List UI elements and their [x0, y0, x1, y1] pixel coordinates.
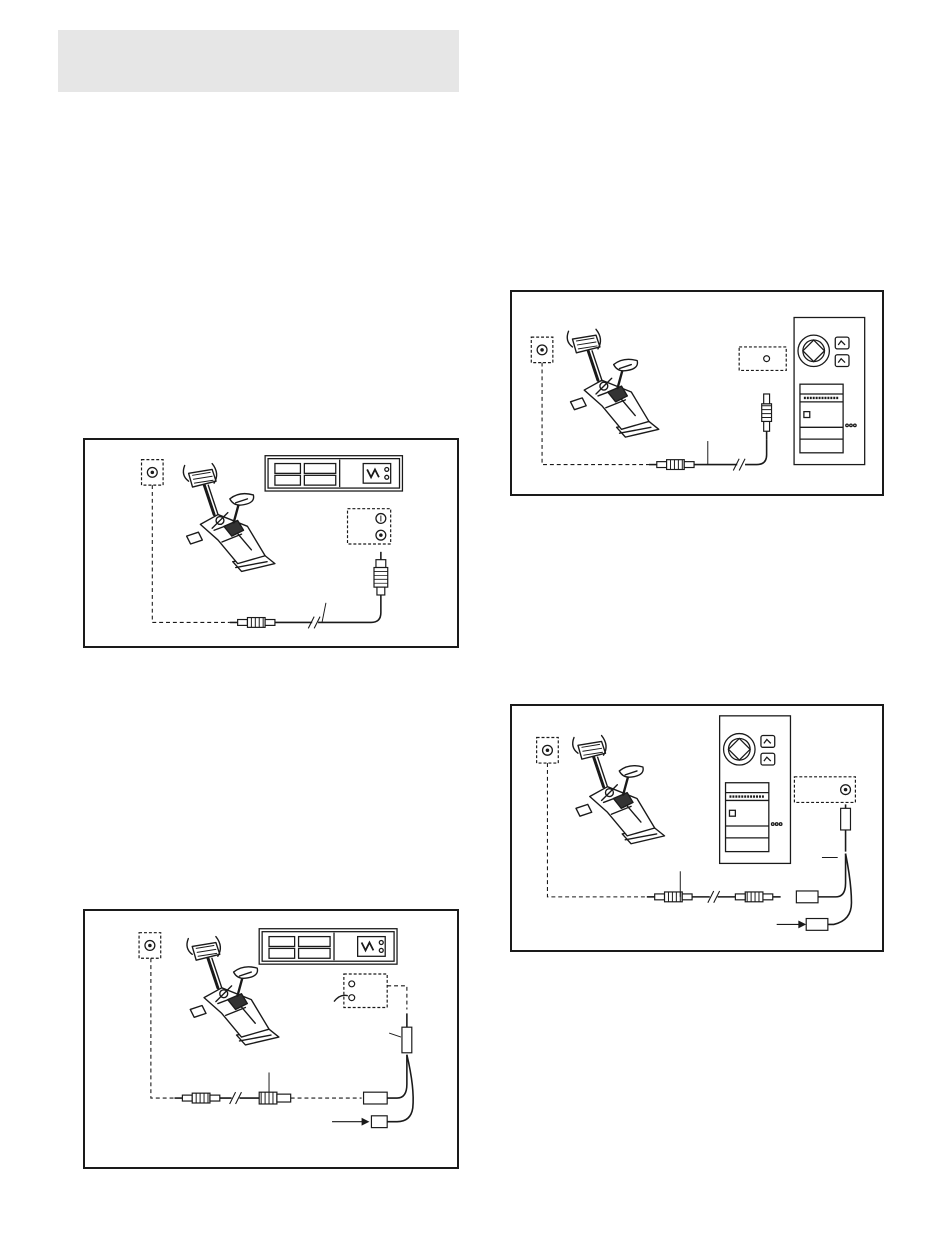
mini-plug — [230, 618, 275, 628]
computer-unit — [720, 716, 791, 864]
bike-audio-jack — [537, 737, 559, 763]
figure-bike-to-vcr-splitter — [83, 909, 459, 1169]
diagram-vcr-rca — [85, 440, 457, 646]
diagram-vcr-splitter — [85, 911, 457, 1167]
adapter-plug — [735, 892, 780, 902]
diagram-computer-stereo — [512, 292, 882, 494]
mini-plug — [175, 1093, 220, 1103]
exercise-bike — [573, 736, 665, 844]
exercise-bike — [183, 464, 275, 572]
header-band — [58, 30, 459, 92]
y-splitter — [364, 1013, 414, 1127]
bike-audio-jack — [142, 460, 164, 486]
vcr-unit — [265, 456, 402, 491]
computer-headphone-jack — [739, 347, 786, 371]
computer-unit — [794, 317, 865, 464]
computer-mini-plug — [762, 394, 772, 439]
figure-bike-to-computer-splitter — [510, 704, 884, 952]
bike-audio-jack — [531, 337, 553, 362]
figure-bike-to-vcr — [83, 438, 459, 648]
adapter — [259, 1092, 291, 1104]
mini-plug — [647, 892, 692, 902]
figure-bike-to-computer — [510, 290, 884, 496]
exercise-bike — [567, 329, 659, 437]
vcr-unit — [259, 929, 397, 964]
bike-audio-jack — [139, 933, 161, 959]
vcr-audio-jacks — [334, 974, 407, 1009]
diagram-computer-splitter — [512, 706, 882, 950]
mini-plug — [649, 460, 694, 470]
vcr-audio-jacks — [348, 509, 391, 544]
rca-plug — [374, 552, 388, 595]
y-splitter — [796, 804, 851, 930]
header-title — [58, 30, 459, 66]
computer-headphone-jack — [794, 777, 855, 803]
